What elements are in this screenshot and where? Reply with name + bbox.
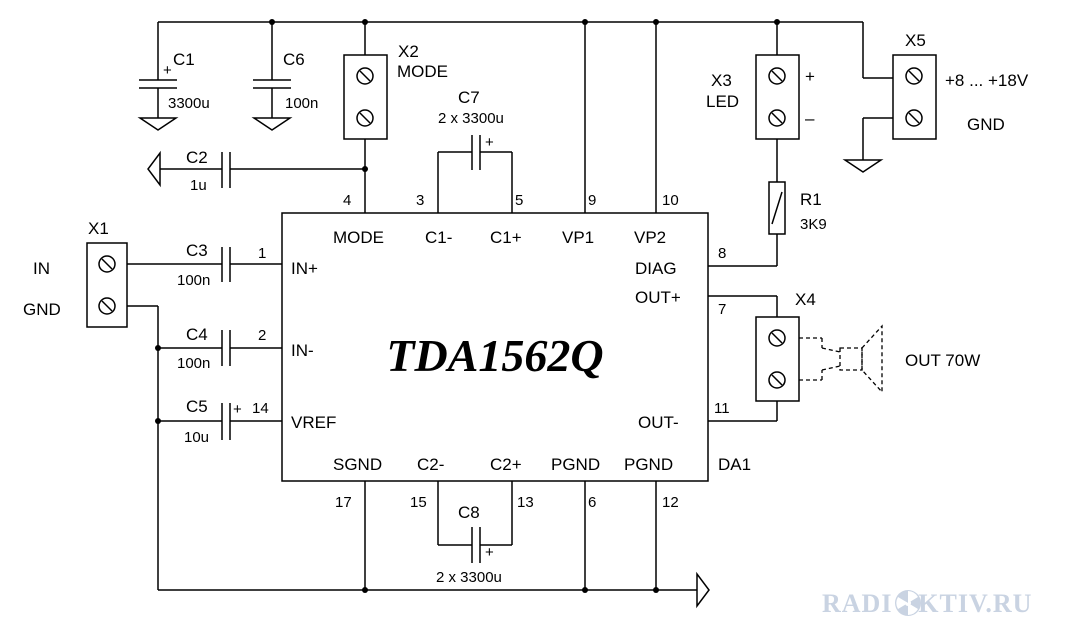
connector-x2: X2 MODE bbox=[343, 22, 448, 213]
r1-value: 3K9 bbox=[800, 216, 827, 233]
c1-ref: C1 bbox=[173, 50, 195, 69]
c5-plus-mark: + bbox=[233, 401, 242, 418]
pin-label-pgnd-12: PGND bbox=[624, 455, 673, 474]
capacitor-c6: C6 100n bbox=[251, 22, 318, 131]
capacitor-c4: C4 100n bbox=[158, 325, 282, 372]
pin-num-13: 13 bbox=[517, 494, 534, 511]
c6-ref: C6 bbox=[283, 50, 305, 69]
supply-rail bbox=[158, 19, 893, 79]
pin-label-out-minus: OUT- bbox=[638, 413, 679, 432]
pin-num-10: 10 bbox=[662, 192, 679, 209]
pin-num-11: 11 bbox=[714, 400, 730, 417]
pin-label-c1-minus: C1- bbox=[425, 228, 452, 247]
x2-label: MODE bbox=[397, 62, 448, 81]
pin-num-17: 17 bbox=[335, 494, 352, 511]
watermark: RADI AKTIV.RU bbox=[822, 589, 1032, 618]
c1-plus-mark: + bbox=[163, 62, 172, 79]
connector-x3: X3 LED + – bbox=[706, 22, 815, 140]
pin-num-7: 7 bbox=[718, 301, 726, 318]
x5-gnd-label: GND bbox=[967, 115, 1005, 134]
pin-label-mode: MODE bbox=[333, 228, 384, 247]
pin-num-5: 5 bbox=[515, 192, 523, 209]
c2-value: 1u bbox=[190, 177, 207, 194]
pin-label-in-minus: IN- bbox=[291, 341, 314, 360]
connector-x1: X1 IN GND bbox=[23, 219, 128, 328]
pin-label-vp2: VP2 bbox=[634, 228, 666, 247]
chip-ref: DA1 bbox=[718, 455, 751, 474]
ic-tda1562q: TDA1562Q 4 MODE 3 C1- 5 C1+ 9 VP1 10 VP2… bbox=[252, 192, 751, 511]
capacitor-c8: + C8 2 x 3300u bbox=[436, 481, 513, 586]
x2-ref: X2 bbox=[398, 42, 419, 61]
c8-value: 2 x 3300u bbox=[436, 569, 502, 586]
c3-ref: C3 bbox=[186, 241, 208, 260]
pin-label-vp1: VP1 bbox=[562, 228, 594, 247]
pin-label-diag: DIAG bbox=[635, 259, 677, 278]
pin-num-14: 14 bbox=[252, 400, 269, 417]
x5-supply-label: +8 ... +18V bbox=[945, 71, 1029, 90]
c7-plus-mark: + bbox=[485, 134, 494, 151]
r1-ref: R1 bbox=[800, 190, 822, 209]
pin-num-1: 1 bbox=[258, 245, 266, 262]
x1-gnd-label: GND bbox=[23, 300, 61, 319]
x3-label: LED bbox=[706, 92, 739, 111]
pin-num-8: 8 bbox=[718, 245, 726, 262]
c8-plus-mark: + bbox=[485, 544, 494, 561]
chip-name: TDA1562Q bbox=[386, 330, 603, 381]
connector-x5: X5 +8 ... +18V GND bbox=[842, 31, 1029, 173]
capacitor-c7: + C7 2 x 3300u bbox=[437, 88, 513, 213]
x5-ref: X5 bbox=[905, 31, 926, 50]
c4-ref: C4 bbox=[186, 325, 208, 344]
c8-ref: C8 bbox=[458, 503, 480, 522]
c4-value: 100n bbox=[177, 355, 210, 372]
c7-ref: C7 bbox=[458, 88, 480, 107]
c3-value: 100n bbox=[177, 272, 210, 289]
pin-label-sgnd: SGND bbox=[333, 455, 382, 474]
speaker-icon bbox=[799, 324, 883, 394]
capacitor-c2: C2 1u bbox=[147, 148, 365, 194]
c6-value: 100n bbox=[285, 95, 318, 112]
capacitor-c1: + C1 3300u bbox=[137, 22, 210, 131]
c5-value: 10u bbox=[184, 429, 209, 446]
pin-label-pgnd-6: PGND bbox=[551, 455, 600, 474]
pin-label-c2-minus: C2- bbox=[417, 455, 444, 474]
x3-minus: – bbox=[805, 109, 815, 128]
signal-ground-bus bbox=[127, 305, 710, 609]
pin-num-4: 4 bbox=[343, 192, 351, 209]
pin-label-vref: VREF bbox=[291, 413, 336, 432]
x1-ref: X1 bbox=[88, 219, 109, 238]
c2-ref: C2 bbox=[186, 148, 208, 167]
pin-label-out-plus: OUT+ bbox=[635, 288, 681, 307]
x1-in-label: IN bbox=[33, 259, 50, 278]
pin-label-in-plus: IN+ bbox=[291, 259, 318, 278]
c7-value: 2 x 3300u bbox=[438, 110, 504, 127]
pin-num-3: 3 bbox=[416, 192, 424, 209]
resistor-r1: R1 3K9 bbox=[708, 139, 827, 267]
pin-label-c1-plus: C1+ bbox=[490, 228, 522, 247]
radiation-icon bbox=[895, 590, 921, 616]
pin-num-15: 15 bbox=[410, 494, 427, 511]
c1-value: 3300u bbox=[168, 95, 210, 112]
x3-plus: + bbox=[805, 67, 815, 86]
connector-x4: X4 bbox=[708, 290, 816, 422]
x4-ref: X4 bbox=[795, 290, 816, 309]
x4-output-label: OUT 70W bbox=[905, 351, 980, 370]
c5-ref: C5 bbox=[186, 397, 208, 416]
pin-num-12: 12 bbox=[662, 494, 679, 511]
capacitor-c5: + C5 10u bbox=[158, 397, 282, 446]
x3-ref: X3 bbox=[711, 71, 732, 90]
pin-label-c2-plus: C2+ bbox=[490, 455, 522, 474]
watermark-text: RADI AKTIV.RU bbox=[822, 589, 1032, 618]
capacitor-c3: C3 100n bbox=[127, 241, 282, 289]
pin-num-9: 9 bbox=[588, 192, 596, 209]
pin-num-6: 6 bbox=[588, 494, 596, 511]
pin-num-2: 2 bbox=[258, 327, 266, 344]
